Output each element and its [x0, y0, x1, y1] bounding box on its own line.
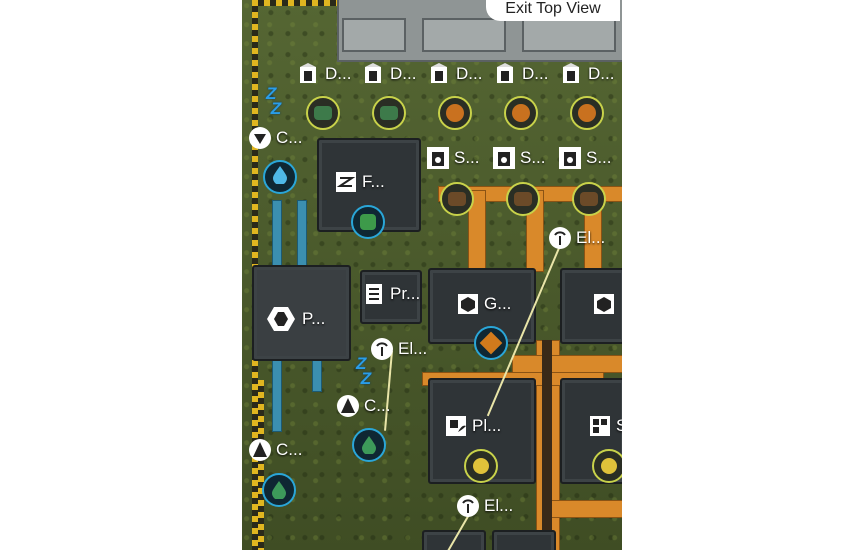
- warehouse-panel: [342, 18, 406, 52]
- drill-tag[interactable]: D...: [297, 62, 351, 86]
- generator-tag[interactable]: G...: [456, 292, 511, 316]
- resource-node[interactable]: [570, 96, 604, 130]
- drill-icon: [362, 62, 386, 86]
- water-drop-icon: [273, 165, 287, 189]
- drill-icon: [297, 62, 321, 86]
- water-pipe: [312, 360, 322, 392]
- smelter-label: S...: [454, 148, 480, 167]
- smelter-tag[interactable]: S...: [558, 146, 612, 170]
- shield-icon: [248, 126, 272, 150]
- smelter-tag[interactable]: S...: [426, 146, 480, 170]
- water-pipe: [272, 200, 282, 272]
- building-partial[interactable]: [492, 530, 556, 550]
- electric-pole-label: El...: [484, 496, 514, 515]
- collector-output[interactable]: [262, 473, 296, 507]
- resource-node[interactable]: [306, 96, 340, 130]
- drill-icon: [428, 62, 452, 86]
- electric-pole-tag[interactable]: El...: [548, 226, 605, 250]
- electric-pole-tag[interactable]: El...: [370, 337, 427, 361]
- generator-output[interactable]: [474, 326, 508, 360]
- press-label: Pr...: [390, 284, 421, 303]
- storage-icon: [588, 414, 612, 438]
- collector-tag[interactable]: C...: [248, 126, 302, 150]
- belt-track: [542, 340, 552, 550]
- press-icon: [362, 282, 386, 306]
- sleep-icon: Z Z: [356, 354, 372, 389]
- generator-label: G...: [484, 294, 512, 313]
- collector-tag[interactable]: C...: [248, 438, 302, 462]
- drill-tag[interactable]: D...: [362, 62, 416, 86]
- sleep-icon: Z Z: [266, 84, 282, 119]
- conveyor-belt: [542, 500, 622, 518]
- pyramid-icon: [336, 394, 360, 418]
- electric-pole-label: El...: [576, 228, 606, 247]
- electric-pole-icon: [548, 226, 572, 250]
- smelter-icon: [558, 146, 582, 170]
- resource-node[interactable]: [440, 182, 474, 216]
- game-viewport[interactable]: Z Z Z Z D... D... D... D... D... C... S.…: [242, 0, 622, 550]
- water-pipe: [272, 360, 282, 432]
- power-plant-building[interactable]: [252, 265, 351, 361]
- storage-label: S: [616, 416, 622, 435]
- smelter-label: S...: [520, 148, 546, 167]
- gear-icon: [456, 292, 480, 316]
- resource-node[interactable]: [438, 96, 472, 130]
- smelter-icon: [492, 146, 516, 170]
- generator-tag-2[interactable]: [592, 292, 616, 316]
- drill-tag[interactable]: D...: [560, 62, 614, 86]
- warehouse-panel: [522, 18, 616, 52]
- planter-label: Pl...: [472, 416, 502, 435]
- power-icon: [264, 304, 298, 334]
- drill-icon: [494, 62, 518, 86]
- exit-top-view-button[interactable]: Exit Top View: [486, 0, 620, 21]
- resource-node[interactable]: [506, 182, 540, 216]
- plant-icon: [444, 414, 468, 438]
- electric-pole-icon: [456, 494, 480, 518]
- power-plant-label: P...: [302, 309, 326, 328]
- drill-label: D...: [522, 64, 549, 83]
- power-plant-tag[interactable]: P...: [264, 304, 325, 334]
- collector-label: C...: [276, 440, 303, 459]
- gear-icon: [592, 292, 616, 316]
- water-node[interactable]: [263, 160, 297, 194]
- fabricator-label: F...: [362, 172, 385, 191]
- collector-output[interactable]: [352, 428, 386, 462]
- press-tag[interactable]: Pr...: [362, 282, 420, 306]
- fabricator-output[interactable]: [351, 205, 385, 239]
- pyramid-icon: [248, 438, 272, 462]
- smelter-tag[interactable]: S...: [492, 146, 546, 170]
- planter-tag[interactable]: Pl...: [444, 414, 501, 438]
- hazard-stripe-top: [252, 0, 342, 6]
- electric-pole-label: El...: [398, 339, 428, 358]
- drill-tag[interactable]: D...: [428, 62, 482, 86]
- drill-label: D...: [325, 64, 352, 83]
- electric-pole-tag[interactable]: El...: [456, 494, 513, 518]
- smelter-icon: [426, 146, 450, 170]
- drill-tag[interactable]: D...: [494, 62, 548, 86]
- smelter-label: S...: [586, 148, 612, 167]
- storage-output[interactable]: [592, 449, 622, 483]
- planter-output[interactable]: [464, 449, 498, 483]
- drill-label: D...: [588, 64, 615, 83]
- water-pipe: [297, 200, 307, 267]
- conveyor-belt: [512, 355, 622, 373]
- resource-node[interactable]: [372, 96, 406, 130]
- collector-label: C...: [364, 396, 391, 415]
- storage-tag[interactable]: S: [588, 414, 622, 438]
- drill-label: D...: [456, 64, 483, 83]
- electric-pole-icon: [370, 337, 394, 361]
- drill-label: D...: [390, 64, 417, 83]
- fabricator-tag[interactable]: F...: [334, 170, 385, 194]
- collector-tag[interactable]: C...: [336, 394, 390, 418]
- drill-icon: [560, 62, 584, 86]
- collector-label: C...: [276, 128, 303, 147]
- resource-node[interactable]: [504, 96, 538, 130]
- resource-node[interactable]: [572, 182, 606, 216]
- warehouse-panel: [422, 18, 506, 52]
- hazard-stripe-lower: [258, 380, 264, 550]
- crate-icon: [334, 170, 358, 194]
